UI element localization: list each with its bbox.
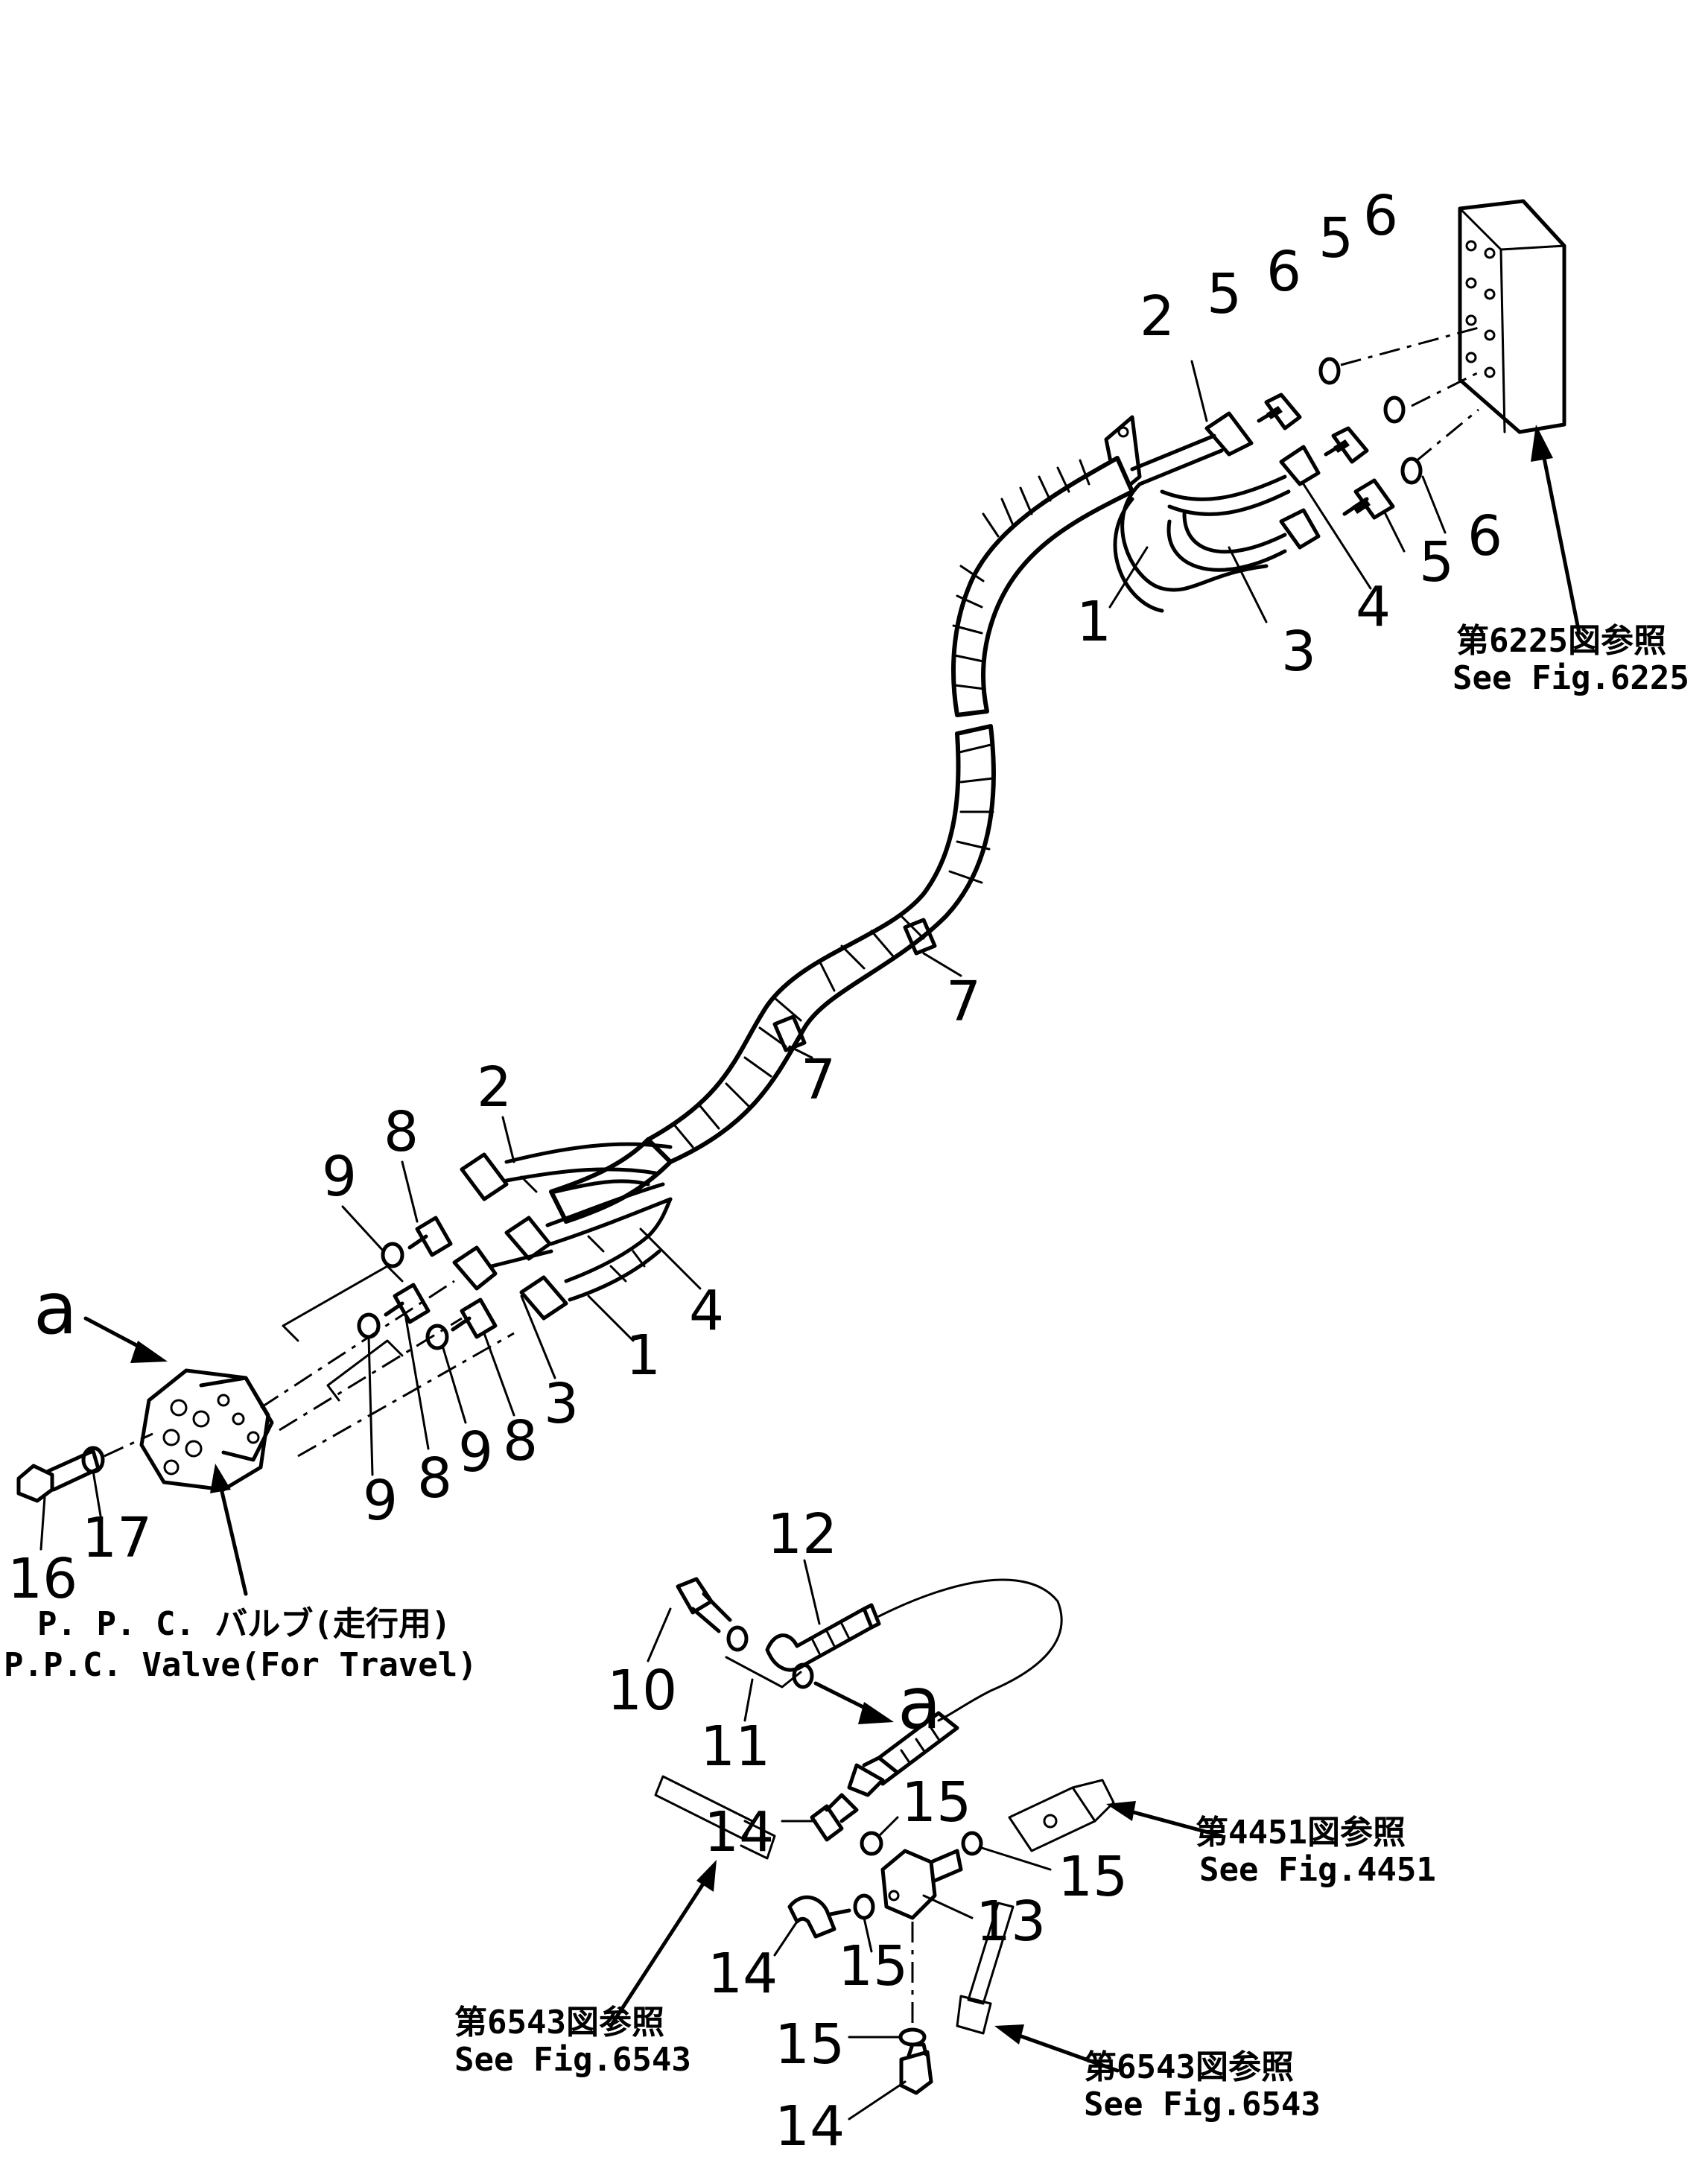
ref-part-fig6543-right (956, 1902, 1120, 2073)
valve-block-fig6225 (1340, 199, 1566, 463)
o-ring-11-upper (726, 1625, 749, 1652)
note-fig6225-en: See Fig.6225 (1453, 659, 1689, 697)
clamp-7-upper (903, 918, 937, 956)
callout-15-d: 15 (775, 2013, 845, 2077)
hose-end-4-lower (504, 1216, 552, 1261)
callout-1-lower: 1 (626, 1324, 661, 1388)
o-ring-9-top (381, 1242, 404, 1268)
callout-7-upper: 7 (946, 970, 981, 1034)
note-fig6225-jp: 第6225図参照 (1456, 622, 1666, 660)
callout-9-lower-a: 9 (322, 1145, 357, 1209)
callout-10: 10 (607, 1659, 677, 1723)
callout-3-upper: 3 (1281, 620, 1316, 684)
fitting-5-middle (1324, 426, 1369, 464)
marker-a-bottom: a (898, 1662, 942, 1745)
callout-17: 17 (82, 1506, 152, 1570)
hose-1-upper (1120, 482, 1269, 592)
o-ring-9-right (425, 1324, 449, 1350)
note-fig6543-left-jp: 第6543図参照 (454, 2004, 664, 2042)
reference-notes: 第6225図参照 See Fig.6225 P. P. C. バルブ(走行用) … (4, 622, 1689, 2123)
note-fig6543-right-en: See Fig.6543 (1084, 2085, 1321, 2123)
callout-2-upper: 2 (1140, 285, 1175, 349)
callout-8-lower-c: 8 (417, 1446, 452, 1510)
elbow-14-bottom (899, 2042, 933, 2095)
hose-end-4-upper (1279, 445, 1321, 486)
o-ring-15-b (961, 1831, 983, 1856)
hose-2-lower (504, 1142, 673, 1183)
fitting-5-upper (1257, 393, 1302, 431)
hose-end-3-upper (1279, 508, 1321, 550)
o-ring-6-middle (1383, 395, 1406, 424)
elbow-14-upper (810, 1793, 859, 1842)
hose-4-upper (1160, 474, 1291, 516)
ref-arrow-fig6225 (1531, 425, 1581, 635)
callout-4-lower: 4 (689, 1279, 724, 1343)
ppc-valve (139, 1368, 274, 1492)
arrow-a-bottom (813, 1681, 894, 1724)
callout-5-upper-c: 5 (1419, 530, 1454, 594)
clamp-7-lower (772, 1014, 807, 1052)
hose-end-2-lower (460, 1152, 509, 1201)
callout-3-lower: 3 (544, 1372, 579, 1436)
elbow-14-middle (787, 1895, 851, 1939)
callout-6-upper-c: 6 (1467, 504, 1502, 568)
bolt-16 (16, 1449, 101, 1503)
hose-end-2-upper (1130, 411, 1254, 486)
leader-lines (39, 360, 1447, 2121)
fitting-8-right (451, 1297, 498, 1339)
o-ring-15-a (860, 1831, 883, 1856)
arrow-a-left (83, 1316, 168, 1363)
callout-8-lower-b: 8 (503, 1409, 538, 1473)
ref-arrow-ppc-valve (210, 1464, 248, 1596)
callout-5-upper-a: 5 (1207, 262, 1242, 326)
callout-11: 11 (700, 1715, 770, 1779)
fitting-8-top (407, 1216, 453, 1257)
note-fig6543-right-jp: 第6543図参照 (1084, 2048, 1294, 2086)
o-ring-6-upper (1318, 357, 1341, 385)
callout-14-c: 14 (775, 2094, 845, 2157)
callout-9-lower-c: 9 (363, 1469, 398, 1533)
hose-end-1-lower (519, 1275, 568, 1321)
o-ring-6-lower (1400, 457, 1423, 485)
callout-labels: 2 5 6 5 6 1 3 4 5 6 7 7 2 8 9 4 1 3 8 9 … (7, 184, 1502, 2157)
fitting-10 (676, 1577, 732, 1633)
callout-15-c: 15 (838, 1934, 908, 1998)
note-fig4451-en: See Fig.4451 (1199, 1851, 1436, 1889)
callout-4-upper: 4 (1356, 575, 1391, 639)
note-ppc-en: P.P.C. Valve(For Travel) (4, 1646, 477, 1684)
callout-13: 13 (976, 1890, 1046, 1954)
note-ppc-jp: P. P. C. バルブ(走行用) (37, 1605, 451, 1643)
ref-part-fig6543-left (609, 1775, 776, 2028)
hose-1-lower (564, 1197, 673, 1302)
tee-13 (880, 1849, 963, 2026)
note-fig6543-left-en: See Fig.6543 (454, 2041, 691, 2079)
callout-9-lower-b: 9 (458, 1420, 493, 1484)
callout-15-b: 15 (1058, 1845, 1128, 1909)
callout-16: 16 (7, 1547, 77, 1611)
o-ring-15-c (853, 1893, 875, 1920)
hose-end-3-lower (452, 1245, 498, 1291)
hose-12 (765, 1578, 1063, 1797)
callout-5-upper-b: 5 (1318, 206, 1353, 270)
callout-7-lower: 7 (801, 1048, 836, 1112)
callout-1-upper: 1 (1076, 590, 1111, 654)
callout-14-b: 14 (708, 1942, 778, 2006)
callout-6-upper-b: 6 (1363, 184, 1398, 248)
hose-3-upper (1166, 512, 1287, 572)
callout-8-lower-a: 8 (384, 1100, 419, 1164)
fitting-5-lower (1342, 478, 1395, 520)
lower-hose-assembly (452, 1142, 673, 1321)
callout-12: 12 (767, 1502, 837, 1566)
note-fig4451-jp: 第4451図参照 (1196, 1814, 1406, 1852)
callout-15-a: 15 (901, 1770, 971, 1834)
marker-a-left: a (34, 1267, 77, 1350)
callout-6-upper-a: 6 (1266, 240, 1301, 304)
callout-14-a: 14 (704, 1800, 774, 1864)
callout-2-lower: 2 (477, 1055, 512, 1119)
o-ring-15-d (898, 2027, 927, 2047)
ref-part-fig4451 (1008, 1779, 1224, 1852)
spiral-wrapped-hose-bundle (549, 456, 1134, 1224)
hose-4-lower (545, 1182, 673, 1246)
